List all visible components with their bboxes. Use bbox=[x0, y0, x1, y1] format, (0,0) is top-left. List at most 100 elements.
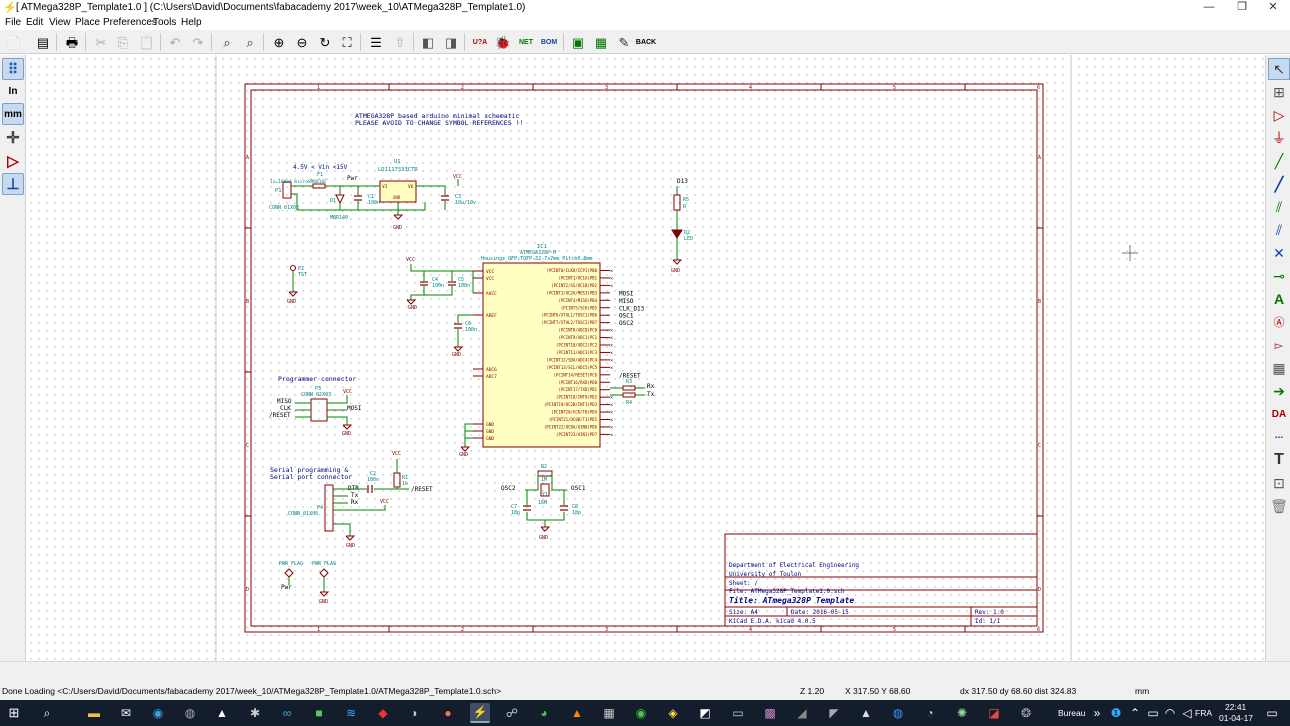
app-icon-11[interactable]: ◈ bbox=[668, 706, 678, 720]
image-icon[interactable]: ⊡ bbox=[1273, 474, 1285, 491]
app-icon-6[interactable]: ≋ bbox=[345, 706, 357, 720]
sheet-pin-icon[interactable]: DA bbox=[1271, 408, 1287, 420]
units-inch-button[interactable]: In bbox=[8, 85, 18, 97]
back-annotate-icon[interactable]: BACK bbox=[635, 38, 657, 46]
notification-badge-icon[interactable]: ❶ bbox=[1110, 706, 1122, 720]
print-icon[interactable]: 🖶 bbox=[65, 34, 79, 50]
clock-date[interactable]: 01-04-17 bbox=[1219, 713, 1254, 723]
app-icon-13[interactable]: ▭ bbox=[732, 706, 744, 720]
import-sheet-pin-icon[interactable]: ➔ bbox=[1273, 382, 1285, 399]
app-icon-19[interactable]: ◔ bbox=[926, 706, 934, 720]
app-icon-16[interactable]: ◤ bbox=[829, 706, 839, 720]
minimize-button[interactable]: — bbox=[1203, 1, 1215, 13]
pcbnew-icon[interactable]: ▦ bbox=[594, 34, 608, 50]
find-replace-icon[interactable]: ⌕ bbox=[246, 34, 254, 50]
leave-sheet-icon[interactable]: ⇧ bbox=[394, 34, 406, 50]
menu-help[interactable]: Help bbox=[181, 17, 202, 28]
clock-time[interactable]: 22:41 bbox=[1225, 702, 1247, 712]
search-icon[interactable]: ⌕ bbox=[43, 705, 51, 720]
place-bus-icon[interactable]: ╱ bbox=[1274, 175, 1284, 192]
library-browser-icon[interactable]: ◨ bbox=[444, 34, 458, 50]
cursor-shape-icon[interactable]: ✛ bbox=[6, 130, 20, 147]
app-icon-9[interactable]: ☍ bbox=[505, 706, 519, 720]
place-wire-icon[interactable]: ╱ bbox=[1274, 152, 1284, 169]
pdf-reader-icon[interactable]: ◆ bbox=[378, 706, 388, 720]
app-icon-10[interactable]: ◉ bbox=[635, 706, 647, 720]
app-icon-3[interactable]: ✱ bbox=[249, 706, 261, 720]
schematic-canvas[interactable]: 1 2 3 4 5 6 1 2 3 4 5 6 A B C D A B C D … bbox=[27, 55, 1265, 661]
app-icon-5[interactable]: ■ bbox=[315, 706, 323, 720]
global-label-icon[interactable]: Ⓐ bbox=[1273, 317, 1285, 329]
orthogonal-wires-icon[interactable]: ⊥ bbox=[2, 173, 24, 195]
battery-icon[interactable]: ▭ bbox=[1147, 706, 1159, 720]
app-icon-14[interactable]: ▩ bbox=[764, 706, 776, 720]
redraw-icon[interactable]: ↻ bbox=[319, 34, 331, 50]
find-icon[interactable]: ⌕ bbox=[223, 34, 231, 50]
hier-sheet-icon[interactable]: ▦ bbox=[1272, 359, 1286, 376]
place-power-icon[interactable]: ⏚ bbox=[1272, 130, 1286, 146]
hidden-pins-icon[interactable]: ▷ bbox=[7, 153, 19, 170]
bom-icon[interactable]: BOM bbox=[540, 38, 558, 46]
app-icon-21[interactable]: ◪ bbox=[988, 706, 1000, 720]
hierarchy-icon[interactable]: ⊞ bbox=[1273, 83, 1285, 100]
page-settings-icon[interactable]: ▤ bbox=[36, 34, 50, 50]
units-mm-button[interactable]: mm bbox=[2, 103, 24, 125]
hierarchy-navigator-icon[interactable]: ☰ bbox=[370, 34, 382, 50]
app-icon-2[interactable]: ◍ bbox=[184, 706, 196, 720]
wire-bus-entry-icon[interactable]: ⫽ bbox=[1275, 198, 1283, 215]
paste-icon[interactable]: 📋 bbox=[138, 34, 156, 50]
app-icon-7[interactable]: ◗ bbox=[411, 706, 419, 720]
close-button[interactable]: ✕ bbox=[1268, 1, 1278, 13]
netlist-icon[interactable]: NET bbox=[519, 38, 533, 46]
menu-view[interactable]: View bbox=[49, 17, 71, 28]
app-icon-12[interactable]: ◩ bbox=[699, 706, 711, 720]
app-icon-8[interactable]: ● bbox=[444, 706, 452, 720]
library-editor-icon[interactable]: ◧ bbox=[421, 34, 435, 50]
app-icon-17[interactable]: ▲ bbox=[860, 706, 872, 720]
delete-icon[interactable]: 🗑 bbox=[1270, 497, 1288, 514]
calculator-icon[interactable]: ▦ bbox=[603, 706, 615, 720]
chevron-up-icon[interactable]: ⌃ bbox=[1129, 706, 1141, 720]
mail-icon[interactable]: ✉ bbox=[120, 706, 132, 720]
cut-icon[interactable]: ✂ bbox=[95, 34, 107, 50]
graphic-line-icon[interactable]: ┄ bbox=[1274, 428, 1284, 445]
menu-file[interactable]: File bbox=[5, 17, 22, 28]
bus-bus-entry-icon[interactable]: ⫽ bbox=[1275, 221, 1283, 238]
file-explorer-icon[interactable]: ▬ bbox=[88, 706, 100, 720]
app-icon-4[interactable]: ∞ bbox=[282, 706, 292, 720]
vlc-icon[interactable]: ▲ bbox=[571, 706, 583, 720]
menu-edit[interactable]: Edit bbox=[26, 17, 44, 28]
menu-tools[interactable]: Tools bbox=[153, 17, 177, 28]
erc-bug-icon[interactable]: 🐞 bbox=[494, 34, 512, 50]
toolbar-locale-label[interactable]: Bureau bbox=[1058, 708, 1086, 718]
app-icon-1[interactable]: ◉ bbox=[152, 706, 164, 720]
text-icon[interactable]: T bbox=[1274, 451, 1284, 468]
cvpcb-icon[interactable]: ▣ bbox=[571, 34, 585, 50]
menu-place[interactable]: Place bbox=[75, 17, 101, 28]
app-icon-18[interactable]: ◍ bbox=[892, 706, 904, 720]
app-icon-20[interactable]: ✺ bbox=[956, 706, 968, 720]
import-footprint-icon[interactable]: ✎ bbox=[618, 34, 630, 50]
language-indicator[interactable]: FRA bbox=[1195, 708, 1212, 718]
kicad-taskbar-icon[interactable]: ⚡ bbox=[470, 703, 490, 723]
new-schematic-icon[interactable]: 📄 bbox=[5, 34, 23, 50]
undo-icon[interactable]: ↶ bbox=[169, 34, 181, 50]
restore-button[interactable]: ❐ bbox=[1237, 1, 1247, 13]
windows-start-icon[interactable]: ⊞ bbox=[8, 705, 20, 720]
zoom-fit-icon[interactable]: ⛶ bbox=[342, 34, 352, 50]
zoom-out-icon[interactable]: ⊖ bbox=[296, 34, 308, 50]
app-icon-22[interactable]: ❂ bbox=[1020, 706, 1032, 720]
zoom-in-icon[interactable]: ⊕ bbox=[273, 34, 285, 50]
junction-icon[interactable]: ⊸ bbox=[1273, 267, 1285, 284]
photos-icon[interactable]: ▲ bbox=[216, 706, 228, 720]
hier-label-icon[interactable]: ▻ bbox=[1274, 339, 1284, 352]
action-center-icon[interactable]: ▭ bbox=[1266, 706, 1278, 720]
horizontal-scrollbar[interactable] bbox=[0, 661, 1290, 683]
place-component-icon[interactable]: ▷ bbox=[1273, 106, 1285, 123]
no-connect-icon[interactable]: ✕ bbox=[1273, 244, 1285, 261]
copy-icon[interactable]: ⎘ bbox=[117, 34, 129, 50]
volume-icon[interactable]: ◁ bbox=[1182, 706, 1192, 720]
annotate-icon[interactable]: U?A bbox=[472, 38, 488, 46]
app-icon-15[interactable]: ◢ bbox=[797, 706, 807, 720]
chrome-icon[interactable]: ◕ bbox=[540, 706, 548, 720]
